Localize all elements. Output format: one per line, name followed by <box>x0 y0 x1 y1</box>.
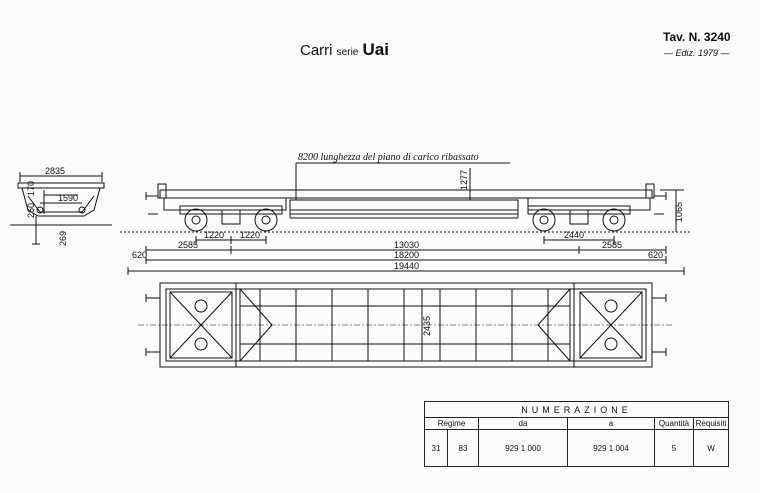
dim-1220-b: 1220 <box>240 230 260 240</box>
dim-620-left: 620 <box>132 250 147 260</box>
dim-1277: 1277 <box>459 170 469 190</box>
dim-260: 260 <box>26 203 36 218</box>
dim-2440: 2440 <box>564 230 584 240</box>
header-da: da <box>478 417 568 430</box>
dim-2835: 2835 <box>45 166 65 176</box>
cell-a: 929 1 004 <box>567 429 655 467</box>
dim-1590: 1590 <box>58 193 78 203</box>
numerazione-table: NUMERAZIONE Regime da a Quantità Requisi… <box>424 401 729 467</box>
dim-13030: 13030 <box>394 240 419 250</box>
dim-2585-right: 2585 <box>602 240 622 250</box>
cell-regime-1: 31 <box>424 429 448 467</box>
cell-requisiti: W <box>693 429 729 467</box>
cross-section-view <box>10 172 112 245</box>
title-carri: Carri <box>300 42 333 59</box>
cell-quantita: 5 <box>654 429 694 467</box>
dim-1065: 1065 <box>674 202 684 222</box>
dim-269: 269 <box>58 231 68 246</box>
cross-section-labels: 2835 1590 170 260 269 <box>26 166 78 246</box>
title-serie: serie <box>336 47 359 58</box>
header-a: a <box>567 417 655 430</box>
header-quantita: Quantità <box>654 417 694 430</box>
edition-note: — Ediz. 1979 — <box>664 48 730 58</box>
title-uai: Uai <box>362 40 389 59</box>
cell-da: 929 1 000 <box>478 429 568 467</box>
dim-620-right: 620 <box>648 250 663 260</box>
numerazione-caption: NUMERAZIONE <box>424 401 729 418</box>
side-elevation-view <box>120 183 690 233</box>
cell-regime-2: 83 <box>447 429 479 467</box>
load-length-note: 8200 lunghezza del piano di carico ribas… <box>298 152 479 163</box>
dim-170: 170 <box>26 181 36 196</box>
header-requisiti: Requisiti <box>693 417 729 430</box>
dim-18200: 18200 <box>394 250 419 260</box>
dim-2435: 2435 <box>422 316 432 336</box>
plan-view <box>138 282 674 368</box>
dimension-lines <box>127 162 685 275</box>
header-regime: Regime <box>424 417 479 430</box>
dim-1220-a: 1220 <box>204 230 224 240</box>
drawing-title: Carri serie Uai <box>300 40 389 60</box>
table-number: Tav. N. 3240 <box>663 30 731 44</box>
dim-2585-left: 2585 <box>178 240 198 250</box>
dim-19440: 19440 <box>394 261 419 271</box>
